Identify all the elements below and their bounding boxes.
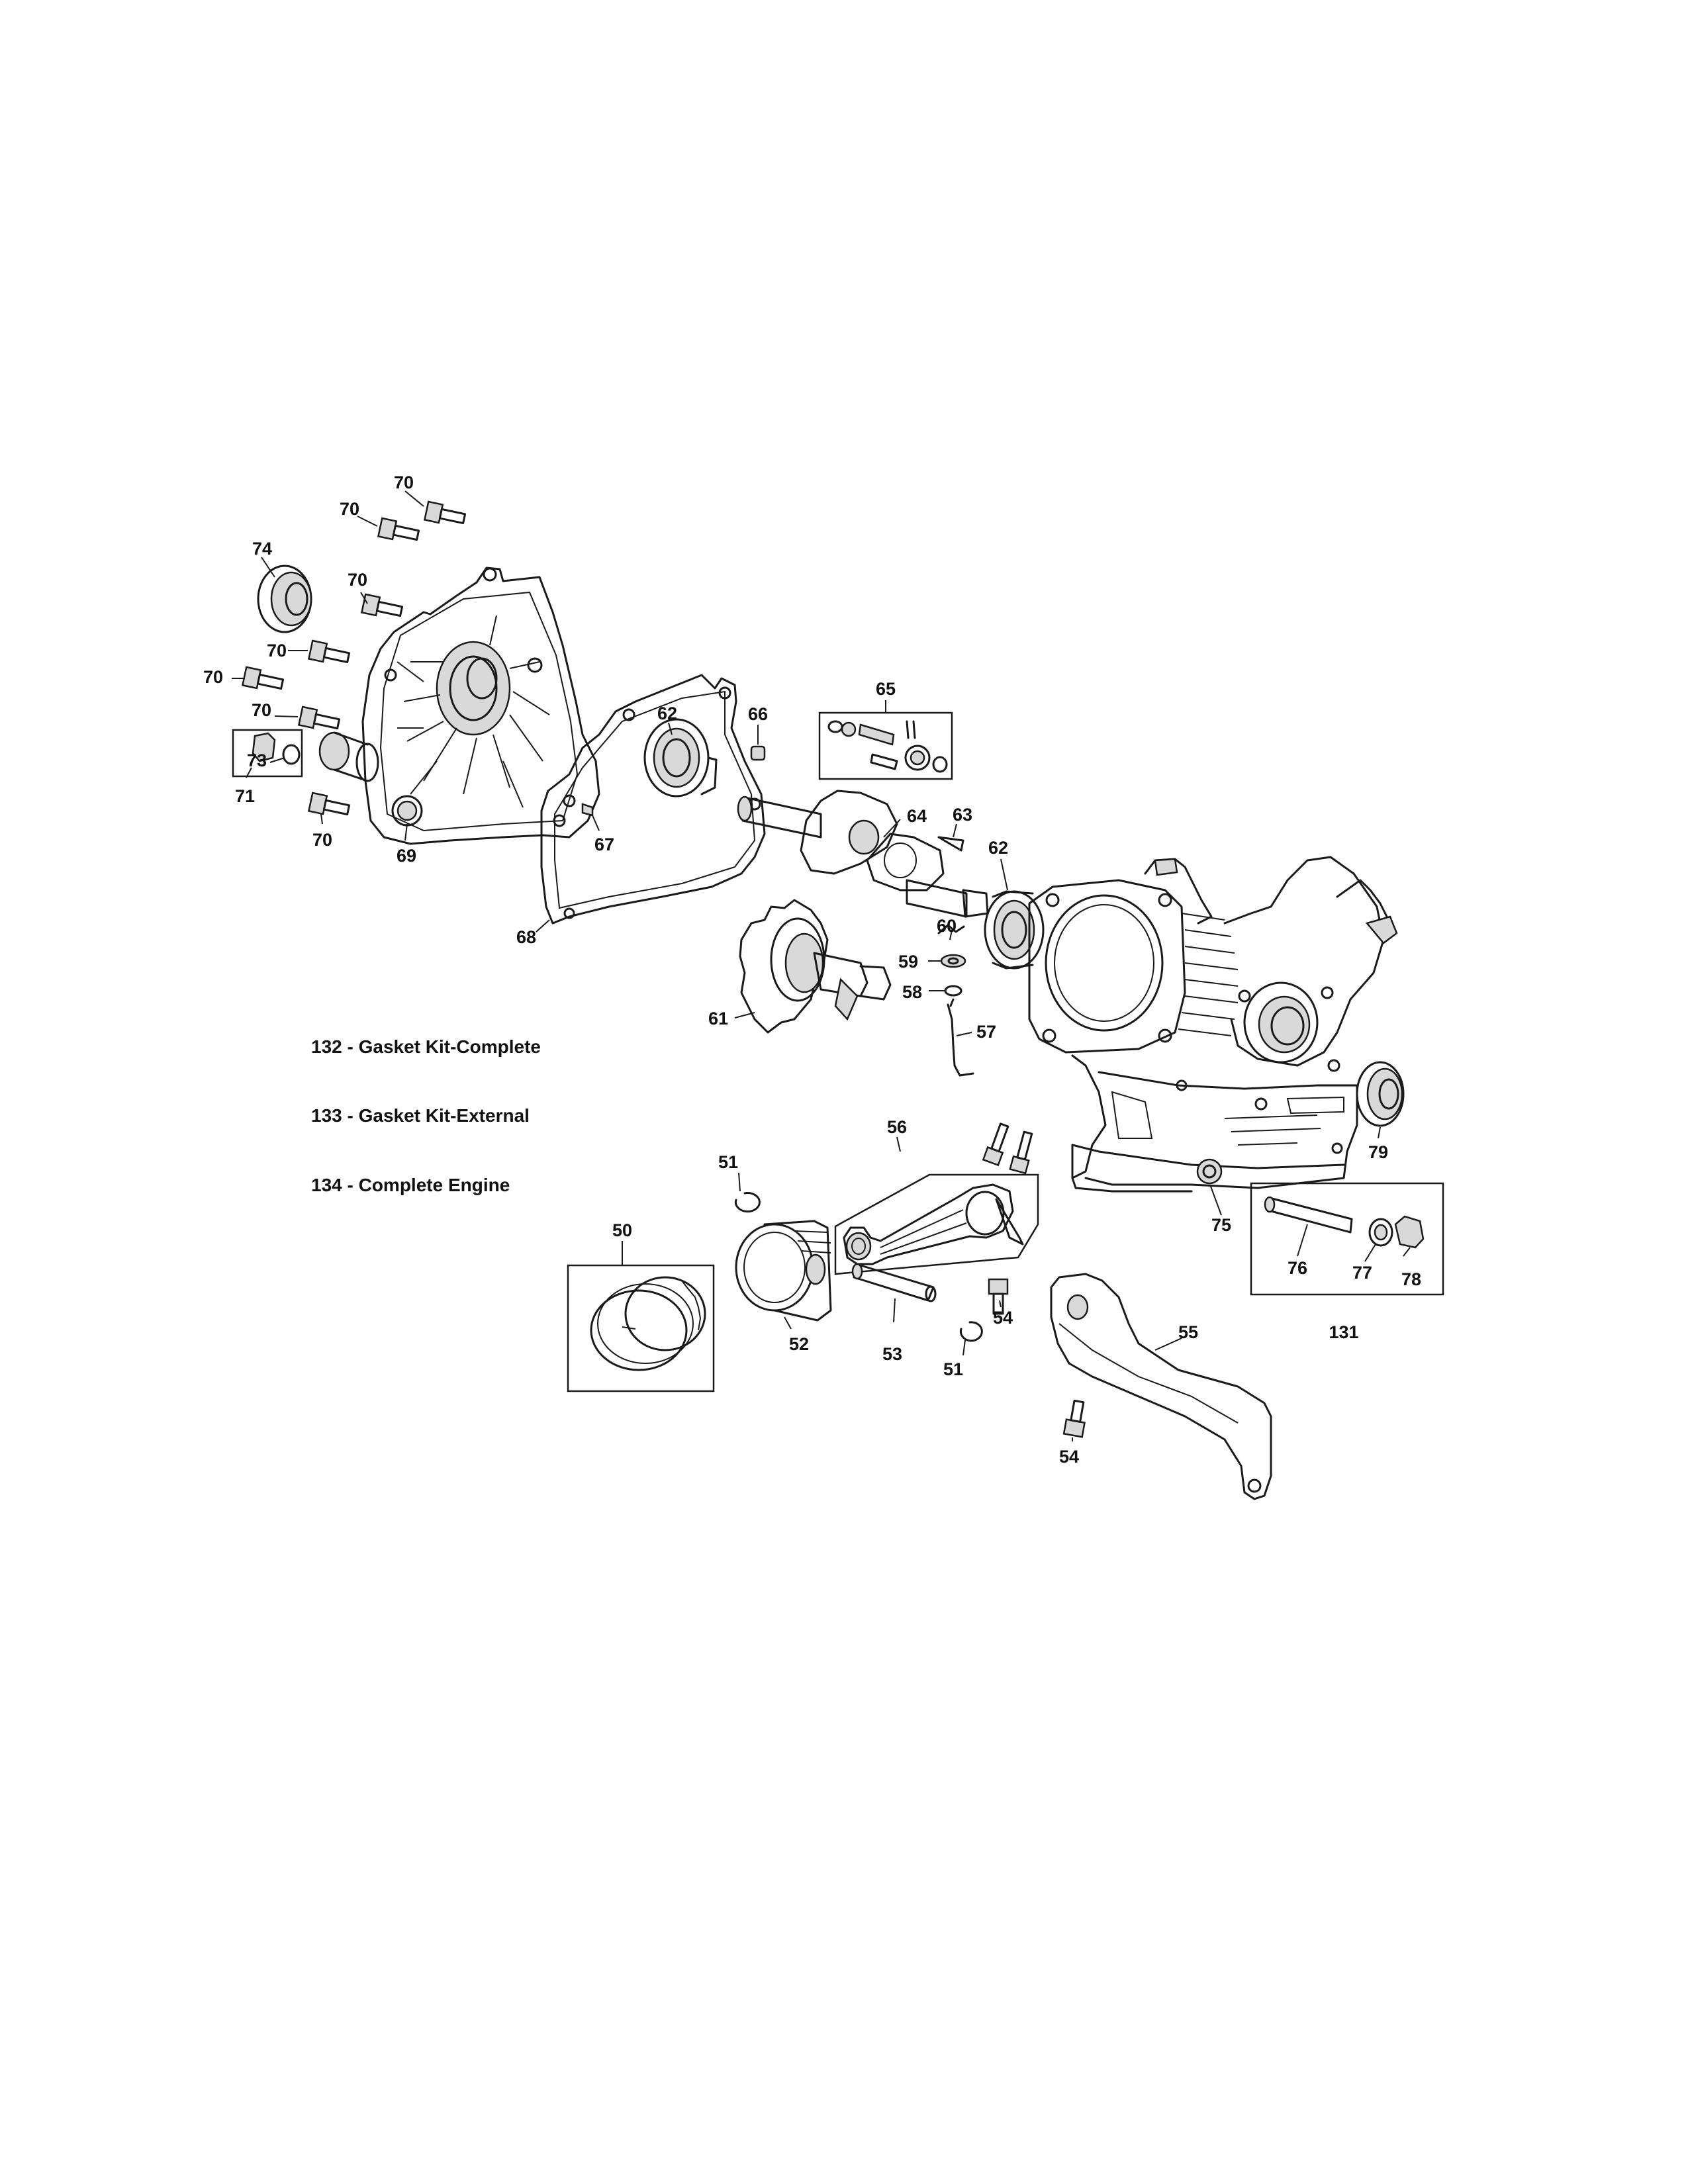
callout-70: 70 [252,700,271,720]
callout-62: 62 [988,838,1008,858]
callout-71: 71 [235,786,255,806]
callout-64: 64 [907,806,927,826]
kit-71 [232,729,303,778]
callout-52: 52 [789,1334,809,1354]
callout-55: 55 [1178,1322,1198,1342]
note-gasket-kit-complete: 132 - Gasket Kit-Complete [311,1036,541,1057]
circlip-51b [959,1321,983,1342]
callout-69: 69 [397,846,416,866]
key-63 [937,836,964,852]
callout-66: 66 [748,704,768,724]
callout-78: 78 [1401,1269,1421,1289]
kit-50-piston-rings [567,1264,715,1392]
callout-51: 51 [943,1359,963,1379]
crankcase-cover [361,567,600,845]
bolt-icons [241,500,467,816]
kit-56 [834,1122,1039,1275]
callout-51: 51 [718,1152,738,1172]
callout-67: 67 [594,835,614,854]
callout-79: 79 [1368,1142,1388,1162]
callout-63: 63 [953,805,972,825]
callout-70: 70 [394,473,414,492]
baffle-55 [1050,1273,1272,1500]
camshaft-61 [739,899,892,1034]
dowel-66 [750,745,766,761]
oil-seal-74 [257,565,312,633]
note-gasket-kit-external: 133 - Gasket Kit-External [311,1105,530,1126]
callout-75: 75 [1211,1215,1231,1235]
callout-65: 65 [876,679,896,699]
callout-58: 58 [902,982,922,1002]
piston-52 [735,1220,832,1322]
callout-54: 54 [1059,1447,1079,1467]
callout-70: 70 [348,570,367,590]
circlip-51a [734,1192,761,1213]
piston-pin-53 [851,1263,937,1302]
callout-59: 59 [898,952,918,972]
kit-65 [818,711,953,780]
callout-labels: 70 70 74 70 70 70 70 73 71 70 69 68 67 6… [203,473,1421,1467]
callout-74: 74 [252,539,272,559]
note-complete-engine: 134 - Complete Engine [311,1175,510,1195]
callout-77: 77 [1352,1263,1372,1283]
callout-61: 61 [708,1009,728,1028]
callout-60: 60 [937,916,957,936]
callout-131: 131 [1329,1322,1358,1342]
callout-70: 70 [203,667,223,687]
bearing-62b [984,890,1045,970]
governor-small-parts [937,924,974,1077]
callout-70: 70 [340,499,359,519]
crankshaft-64 [737,790,989,918]
kit-131 [1250,1182,1444,1296]
cylinder-block-75 [1028,856,1398,1193]
bearing-62a [643,718,718,797]
callout-70: 70 [267,641,287,660]
bolt-54-icons [988,1278,1086,1438]
callout-68: 68 [516,927,536,947]
gasket-68 [540,674,766,925]
cover-bushing [318,731,379,782]
callout-70: 70 [312,830,332,850]
oil-seal-79 [1356,1061,1405,1127]
callout-57: 57 [976,1022,996,1042]
callout-73: 73 [247,751,267,770]
callout-53: 53 [882,1344,902,1364]
callout-62: 62 [657,704,677,723]
leader-lines [232,490,1411,1441]
callout-56: 56 [887,1117,907,1137]
callout-76: 76 [1288,1258,1307,1278]
callout-50: 50 [612,1220,632,1240]
callout-54: 54 [993,1308,1013,1328]
